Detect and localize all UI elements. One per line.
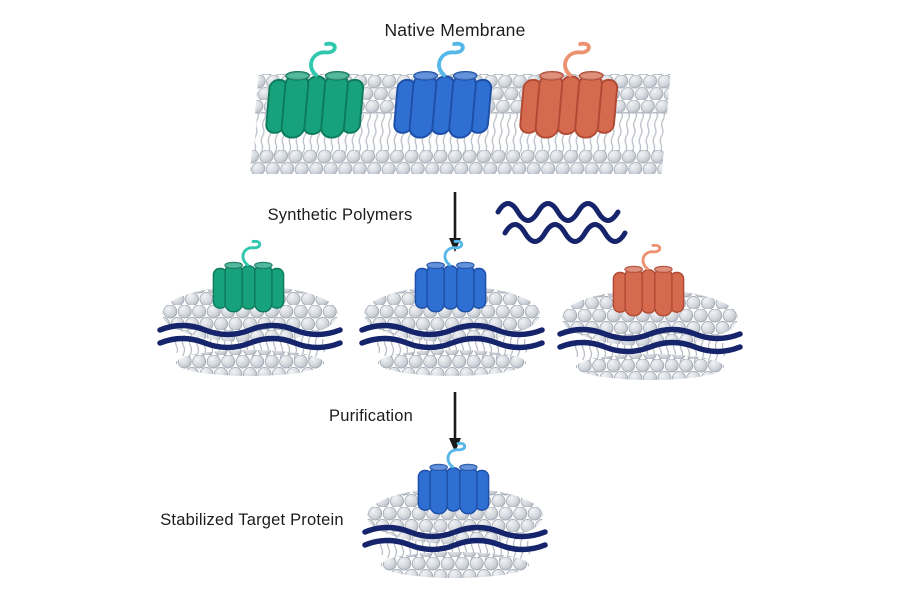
nanodisc-protein-blue	[415, 241, 486, 312]
purification-label: Purification	[328, 407, 414, 425]
nanodisc-green	[160, 241, 340, 376]
stabilized-target-protein-label: Stabilized Target Protein	[160, 511, 344, 529]
polymer-squiggle-icon	[495, 201, 628, 244]
nanodisc-blue	[362, 241, 542, 376]
nanodisc-orange	[560, 245, 740, 380]
membrane-protein-green	[265, 43, 367, 138]
down-arrow-icon	[449, 392, 461, 452]
membrane-protein-orange	[519, 43, 621, 138]
native-membrane-label: Native Membrane	[384, 20, 526, 40]
membrane-protein-blue	[393, 43, 495, 138]
nanodisc-protein-green	[213, 241, 284, 312]
nanodisc-protein-blue	[418, 443, 489, 514]
native-membrane	[249, 43, 671, 174]
membrane-bottom-leaflet	[249, 150, 664, 174]
nanodisc-protein-orange	[613, 245, 684, 316]
synthetic-polymers-label: Synthetic Polymers	[267, 206, 413, 224]
